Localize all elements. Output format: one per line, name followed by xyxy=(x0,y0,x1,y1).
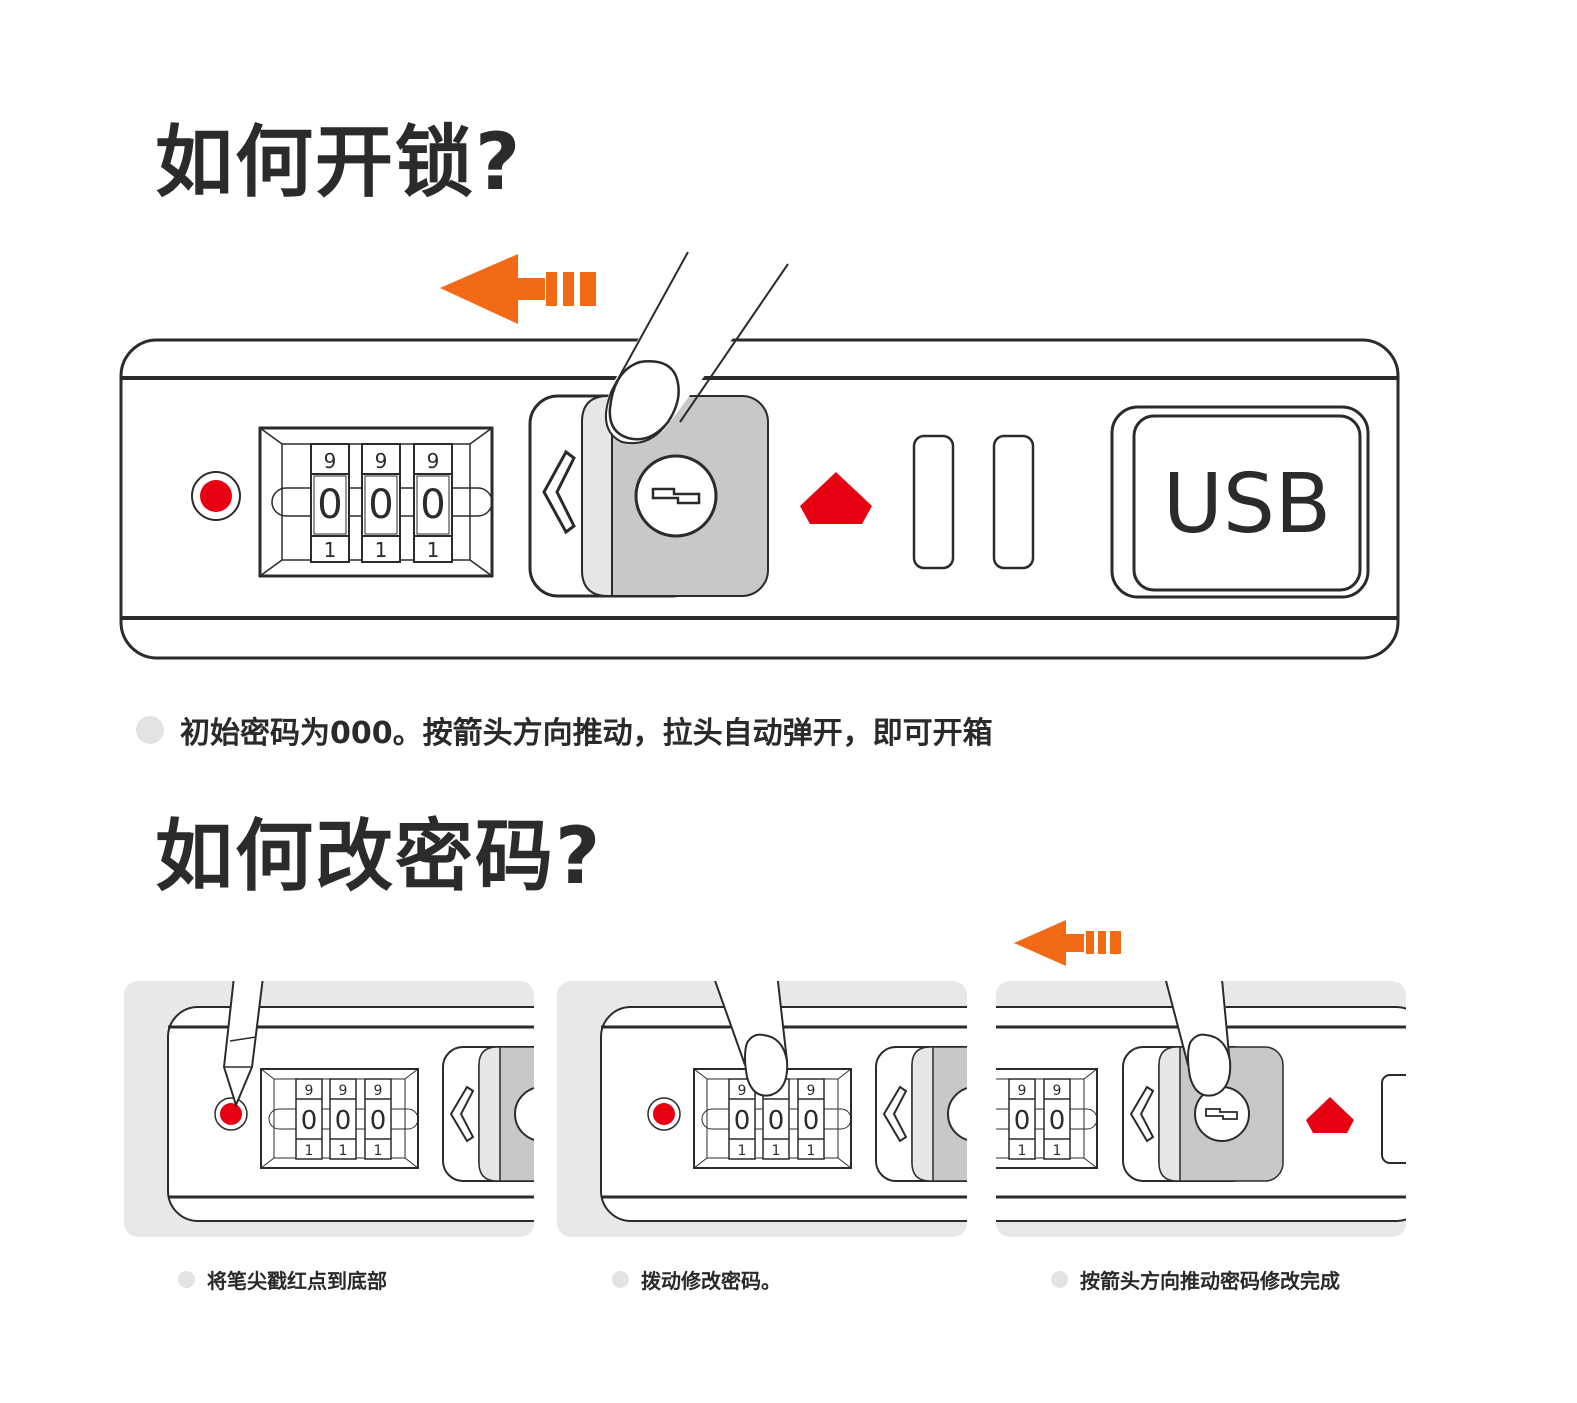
combination-dials[interactable]: 9 0 1 9 0 1 xyxy=(996,1068,1098,1169)
dial-wheel[interactable]: 9 0 1 xyxy=(310,443,350,563)
dial-bottom-digit: 1 xyxy=(427,538,440,562)
step3-caption: 按箭头方向推动密码修改完成 xyxy=(1051,1265,1340,1294)
keyhole-icon xyxy=(651,487,701,505)
dial-top-digit: 9 xyxy=(1053,1083,1062,1099)
dial-bottom-digit: 1 xyxy=(1053,1143,1062,1159)
reset-hole-icon[interactable] xyxy=(647,1097,681,1131)
dial-wheel[interactable]: 9 0 1 xyxy=(1043,1078,1071,1160)
dial-top-digit: 9 xyxy=(374,1083,383,1099)
dial-current-digit: 0 xyxy=(301,1106,318,1136)
unlock-title: 如何开锁? xyxy=(155,118,523,208)
dial-bottom-digit: 1 xyxy=(1018,1143,1027,1159)
step2-caption: 拨动修改密码。 xyxy=(612,1265,781,1294)
dial-bottom-digit: 1 xyxy=(375,538,388,562)
dial-top-digit: 9 xyxy=(427,449,440,473)
dial-bottom-digit: 1 xyxy=(324,538,337,562)
dial-bottom-digit: 1 xyxy=(374,1143,383,1159)
dial-top-digit: 9 xyxy=(375,449,388,473)
dial-wheel[interactable]: 9 0 1 xyxy=(329,1078,357,1160)
bullet-dot xyxy=(178,1271,195,1288)
dial-top-digit: 9 xyxy=(738,1083,747,1099)
combination-dials[interactable]: 9 0 1 9 0 1 9 0 1 xyxy=(260,1068,419,1169)
pointing-finger-icon xyxy=(714,981,789,1097)
dial-wheel[interactable]: 9 0 1 xyxy=(728,1078,756,1160)
dial-wheel[interactable]: 9 0 1 xyxy=(797,1078,825,1160)
unlock-diagram: 9 0 1 9 0 1 9 0 1 xyxy=(119,251,1400,660)
dial-top-digit: 9 xyxy=(1018,1083,1027,1099)
dial-wheel[interactable]: 9 0 1 xyxy=(413,443,453,563)
dial-current-digit: 0 xyxy=(317,482,342,528)
dial-wheel[interactable]: 9 0 1 xyxy=(1008,1078,1036,1160)
dial-current-digit: 0 xyxy=(368,482,393,528)
dial-current-digit: 0 xyxy=(370,1106,387,1136)
step3-caption-text: 按箭头方向推动密码修改完成 xyxy=(1080,1269,1340,1293)
usb-port[interactable]: USB xyxy=(1110,405,1370,599)
lock-slider[interactable] xyxy=(581,395,769,597)
red-diamond-icon xyxy=(800,472,872,524)
lock-slider[interactable] xyxy=(911,1046,967,1182)
dial-bottom-digit: 1 xyxy=(807,1143,816,1159)
dial-current-digit: 0 xyxy=(803,1106,820,1136)
combination-dials[interactable]: 9 0 1 9 0 1 9 0 1 xyxy=(258,426,494,578)
keyhole-icon xyxy=(1205,1108,1238,1120)
change-title: 如何改密码? xyxy=(155,812,603,902)
vent-slot xyxy=(912,434,955,570)
step2-panel: 9 0 1 0 1 9 0 1 xyxy=(557,981,967,1237)
reset-hole-icon[interactable] xyxy=(191,471,241,521)
dial-current-digit: 0 xyxy=(335,1106,352,1136)
unlock-caption: 初始密码为000。按箭头方向推动，拉头自动弹开，即可开箱 xyxy=(136,708,993,752)
usb-label: USB xyxy=(1163,457,1331,552)
combination-dials[interactable]: 9 0 1 0 1 9 0 1 xyxy=(693,1068,852,1169)
unlock-caption-text: 初始密码为000。按箭头方向推动，拉头自动弹开，即可开箱 xyxy=(180,716,993,751)
step1-caption: 将笔尖戳红点到底部 xyxy=(178,1265,387,1294)
step3-panel: 9 0 1 9 0 1 xyxy=(996,981,1406,1237)
dial-bottom-digit: 1 xyxy=(738,1143,747,1159)
pointing-finger-icon xyxy=(605,251,790,444)
dial-wheel[interactable]: 9 0 1 xyxy=(364,1078,392,1160)
dial-current-digit: 0 xyxy=(734,1106,751,1136)
step2-caption-text: 拨动修改密码。 xyxy=(641,1269,781,1293)
orange-push-arrow-icon xyxy=(440,254,596,324)
bullet-dot xyxy=(612,1271,629,1288)
dial-bottom-digit: 1 xyxy=(772,1143,781,1159)
pen-tip-icon xyxy=(222,981,264,1108)
dial-top-digit: 9 xyxy=(324,449,337,473)
lock-slider[interactable] xyxy=(478,1046,534,1182)
step1-panel: 9 0 1 9 0 1 9 0 1 xyxy=(124,981,534,1237)
red-diamond-icon xyxy=(1306,1097,1354,1133)
pointing-finger-icon xyxy=(1164,981,1232,1097)
dial-current-digit: 0 xyxy=(768,1106,785,1136)
dial-current-digit: 0 xyxy=(420,482,445,528)
dial-top-digit: 9 xyxy=(339,1083,348,1099)
vent-slot xyxy=(992,434,1035,570)
lock-slider[interactable] xyxy=(1158,1046,1284,1182)
dial-wheel[interactable]: 9 0 1 xyxy=(361,443,401,563)
dial-current-digit: 0 xyxy=(1014,1106,1031,1136)
dial-bottom-digit: 1 xyxy=(339,1143,348,1159)
step1-caption-text: 将笔尖戳红点到底部 xyxy=(207,1269,387,1293)
bullet-dot xyxy=(136,716,164,744)
dial-current-digit: 0 xyxy=(1049,1106,1066,1136)
vent-slot xyxy=(1381,1074,1406,1164)
dial-top-digit: 9 xyxy=(305,1083,314,1099)
dial-wheel[interactable]: 9 0 1 xyxy=(295,1078,323,1160)
dial-bottom-digit: 1 xyxy=(305,1143,314,1159)
bullet-dot xyxy=(1051,1271,1068,1288)
dial-top-digit: 9 xyxy=(807,1083,816,1099)
reset-hole-icon[interactable] xyxy=(214,1097,248,1131)
orange-push-arrow-icon xyxy=(1014,920,1121,966)
